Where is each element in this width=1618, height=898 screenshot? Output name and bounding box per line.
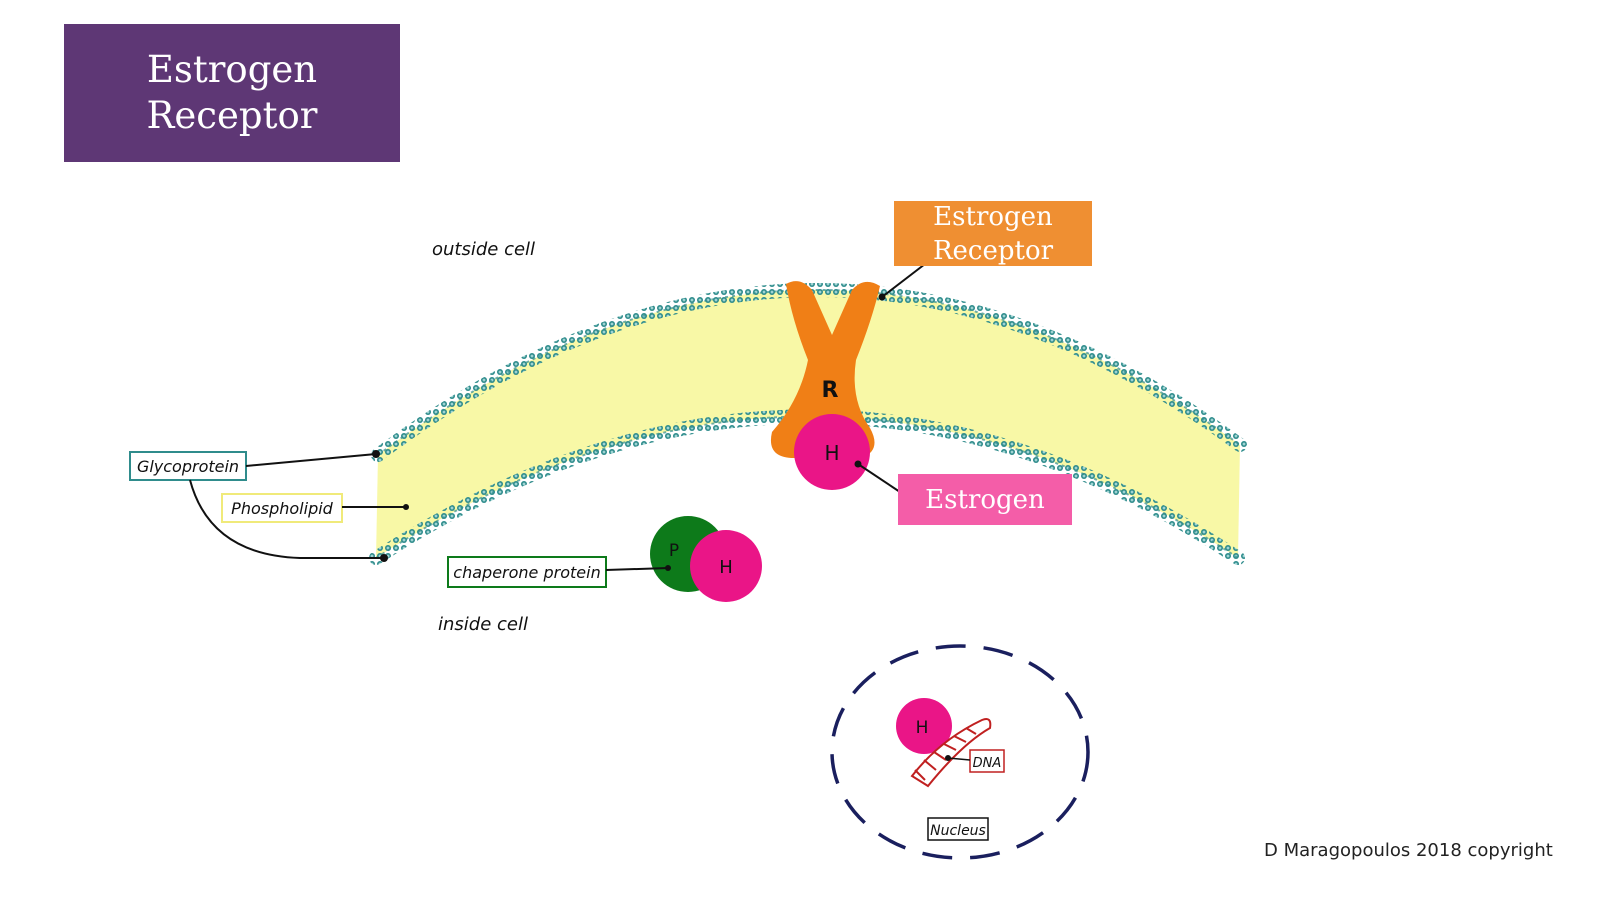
estrogen-pointer bbox=[857, 463, 901, 493]
hormone-free bbox=[690, 530, 762, 602]
chaperone-label-box bbox=[447, 556, 607, 588]
glycoprotein-label-box bbox=[129, 451, 247, 481]
hormone-nucleus-letter: H bbox=[916, 718, 929, 738]
chaperone-pointer bbox=[605, 567, 669, 571]
receptor-callout-line-2: Receptor bbox=[932, 235, 1054, 266]
dna-label-box bbox=[969, 749, 1005, 773]
receptor-letter: R bbox=[822, 378, 839, 403]
dna-helix bbox=[910, 718, 992, 788]
estrogen-receptor-callout: Estrogen Receptor bbox=[894, 201, 1092, 266]
chaperone-letter: P bbox=[669, 541, 679, 561]
nucleus-label-box bbox=[927, 817, 989, 841]
inside-cell-label: inside cell bbox=[438, 614, 528, 635]
receptor-protein bbox=[770, 281, 880, 459]
hormone-nucleus bbox=[896, 698, 952, 754]
estrogen-callout: Estrogen bbox=[898, 474, 1072, 525]
nucleus-outline bbox=[830, 644, 1090, 860]
hormone-bound bbox=[794, 414, 870, 490]
glycoprotein-label: Glycoprotein bbox=[137, 457, 239, 476]
glycoprotein-pointer-bottom bbox=[189, 479, 384, 559]
outside-cell-label: outside cell bbox=[432, 239, 535, 260]
phospholipid-bilayer bbox=[376, 289, 1240, 558]
receptor-callout-line-1: Estrogen bbox=[933, 201, 1053, 232]
glycoprotein-pointer-top bbox=[245, 453, 377, 467]
copyright-notice: D Maragopoulos 2018 copyright bbox=[1264, 840, 1553, 861]
hormone-free-letter: H bbox=[719, 557, 733, 578]
title-box: Estrogen Receptor bbox=[64, 24, 400, 162]
hormone-bound-letter: H bbox=[824, 441, 839, 465]
chaperone-label: chaperone protein bbox=[453, 563, 600, 582]
dna-label: DNA bbox=[973, 756, 1002, 771]
phospholipid-label: Phospholipid bbox=[231, 499, 333, 518]
nucleus-label: Nucleus bbox=[930, 823, 986, 839]
title-line-2: Receptor bbox=[146, 94, 318, 137]
title-line-1: Estrogen bbox=[146, 48, 318, 91]
receptor-pointer bbox=[881, 263, 926, 298]
estrogen-callout-label: Estrogen bbox=[925, 484, 1045, 515]
